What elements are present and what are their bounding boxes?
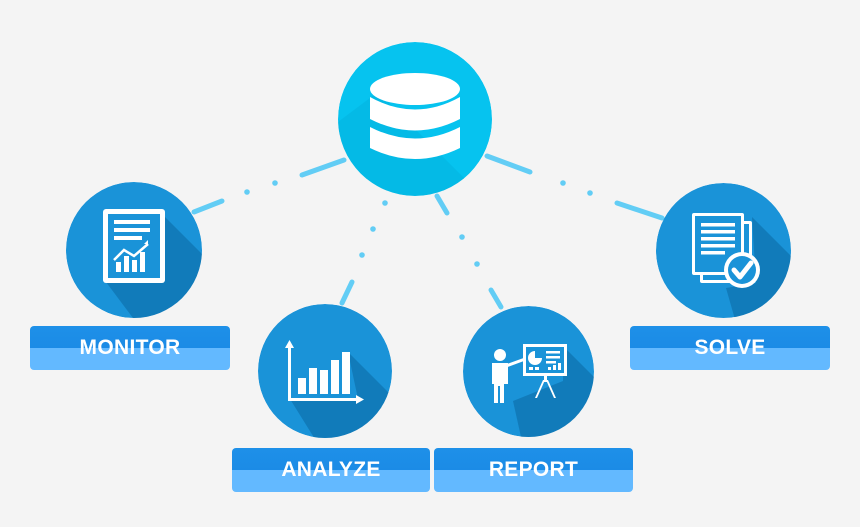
report-label-box: REPORT bbox=[434, 448, 633, 492]
connector-dot bbox=[560, 180, 566, 186]
analyze-label-box: ANALYZE bbox=[232, 448, 430, 492]
monitor-node bbox=[66, 182, 202, 318]
connector-dot bbox=[587, 190, 593, 196]
solve-label: SOLVE bbox=[694, 336, 766, 359]
connector-monitor-segment bbox=[191, 198, 225, 215]
connector-dot bbox=[244, 189, 250, 195]
presenter-board-icon bbox=[463, 306, 594, 437]
monitor-label: MONITOR bbox=[79, 336, 181, 359]
analyze-label: ANALYZE bbox=[281, 458, 381, 481]
connector-dot bbox=[382, 200, 388, 206]
connector-dot bbox=[359, 252, 365, 258]
report-label: REPORT bbox=[488, 458, 579, 481]
report-node bbox=[463, 306, 594, 437]
connector-report-segment bbox=[488, 287, 504, 310]
connector-analyze-segment bbox=[339, 279, 355, 306]
connector-solve-segment bbox=[484, 153, 533, 175]
connector-dot bbox=[272, 180, 278, 186]
database-node bbox=[338, 42, 492, 196]
connector-report-segment bbox=[434, 193, 450, 216]
solve-node bbox=[656, 183, 791, 318]
solve-label-box: SOLVE bbox=[630, 326, 830, 370]
connector-solve-segment bbox=[614, 200, 665, 221]
database-icon bbox=[338, 42, 492, 196]
monitor-label-box: MONITOR bbox=[30, 326, 230, 370]
connector-dot bbox=[474, 261, 480, 267]
connector-monitor-segment bbox=[299, 157, 347, 178]
report-chart-document-icon bbox=[66, 182, 202, 318]
analyze-node bbox=[258, 304, 392, 438]
connector-dot bbox=[370, 226, 376, 232]
connector-dot bbox=[459, 234, 465, 240]
documents-checkmark-icon bbox=[656, 183, 791, 318]
bar-chart-icon bbox=[258, 304, 392, 438]
